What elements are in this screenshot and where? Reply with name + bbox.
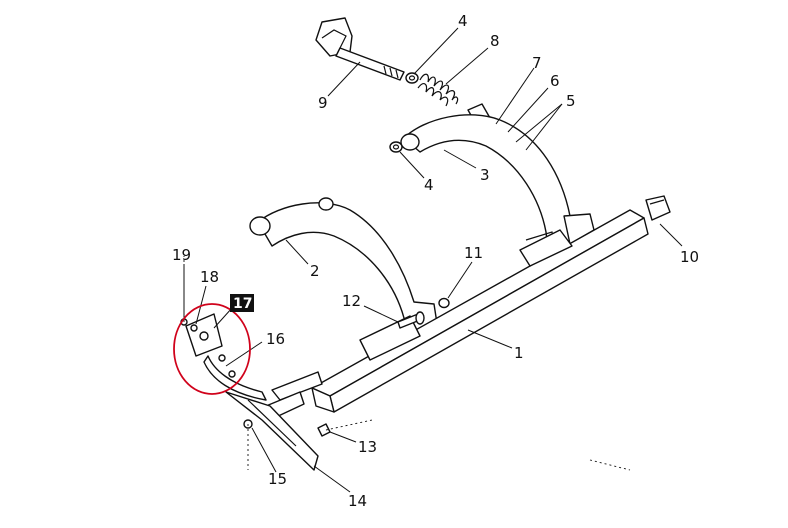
callout-17: 17 (233, 296, 252, 312)
callout-17-box (230, 294, 254, 312)
callout-4-upper: 4 (458, 12, 468, 30)
callout-11: 11 (464, 244, 483, 262)
part-9-handle-bolt (315, 17, 405, 81)
callout-18: 18 (200, 268, 219, 286)
leader-lines (183, 27, 683, 493)
callout-10: 10 (680, 248, 699, 266)
part-4-washer-lower (389, 141, 403, 153)
mounting-brackets (265, 229, 573, 419)
callout-9: 9 (318, 94, 328, 112)
part-10-end-cap (645, 195, 671, 221)
callout-14: 14 (348, 492, 367, 510)
callout-6: 6 (550, 72, 560, 90)
part-2-arm (249, 197, 439, 335)
callout-1: 1 (514, 344, 524, 362)
callout-16: 16 (266, 330, 285, 348)
callout-8: 8 (490, 32, 500, 50)
part-4-washer-upper (405, 72, 419, 84)
part-8-spring (417, 73, 459, 107)
callout-labels: 4 8 9 7 6 5 3 4 10 19 18 2 11 17 12 16 1… (172, 12, 699, 510)
callout-4-lower: 4 (424, 176, 434, 194)
callout-5: 5 (566, 92, 576, 110)
part-11-nut (438, 297, 450, 309)
callout-13: 13 (358, 438, 377, 456)
highlight-circle (173, 303, 251, 395)
callout-12: 12 (342, 292, 361, 310)
callout-2: 2 (310, 262, 320, 280)
callout-15: 15 (268, 470, 287, 488)
part-18-washer (190, 324, 198, 332)
callout-7: 7 (532, 54, 542, 72)
part-12-bolt (397, 311, 425, 329)
part-1-main-beam (311, 209, 649, 413)
part-13-bolt (317, 423, 331, 437)
part-14-blade (225, 391, 319, 471)
part-16-bracket (203, 354, 267, 401)
part-17-plate (185, 313, 223, 357)
callout-3: 3 (480, 166, 490, 184)
callout-19: 19 (172, 246, 191, 264)
